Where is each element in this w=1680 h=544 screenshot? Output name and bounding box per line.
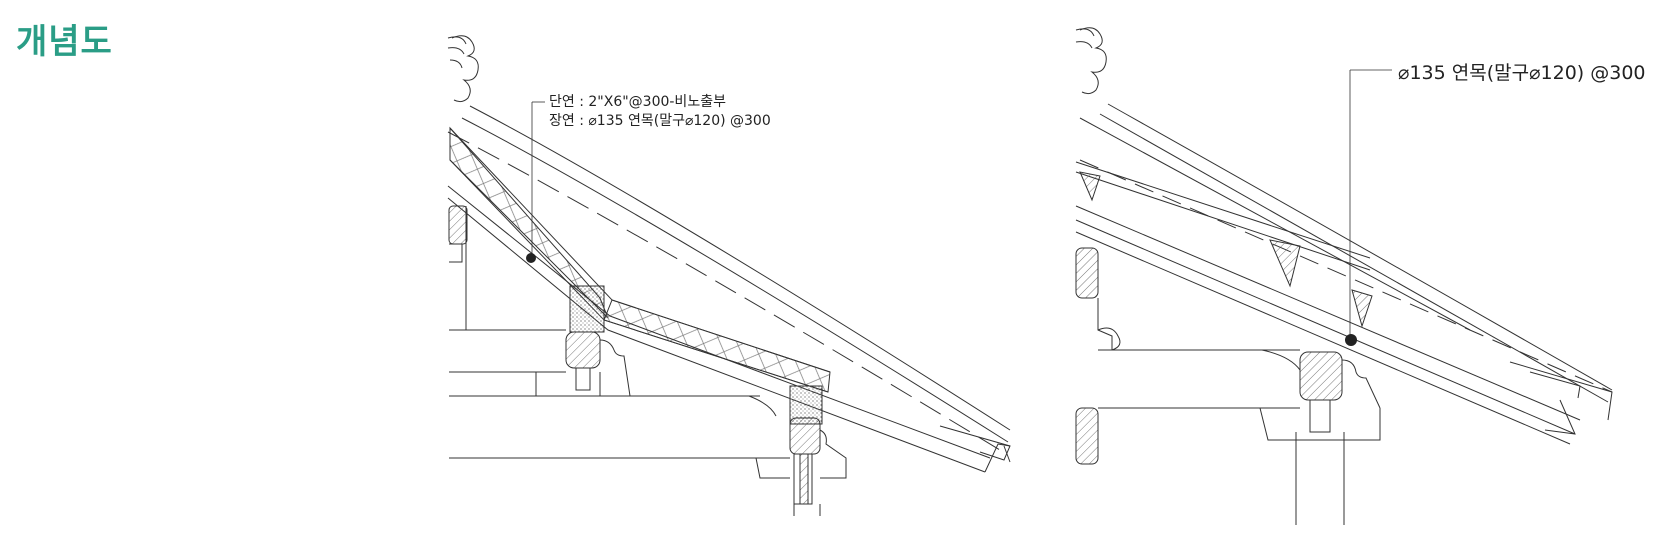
- beam-lower: [789, 417, 821, 455]
- insulation-lower: [603, 299, 831, 393]
- beam-upper: [565, 331, 601, 369]
- roof-tile-top: [469, 105, 1011, 431]
- ridge-ornament-right: [1079, 27, 1107, 95]
- ridge-ornament: [451, 35, 479, 103]
- callout-left: 단연 : 2"X6"@300-비노출부 장연 : ⌀135 연목(말구⌀120)…: [549, 93, 771, 131]
- callout-left-line1: 단연 : 2"X6"@300-비노출부: [549, 94, 726, 110]
- page-title: 개념도: [16, 22, 113, 62]
- callout-right: ⌀135 연목(말구⌀120) @300: [1398, 62, 1646, 84]
- rafter-marker-right: [1345, 334, 1357, 346]
- roof-tile-top-right: [1107, 103, 1613, 391]
- callout-left-line2: 장연 : ⌀135 연목(말구⌀120) @300: [549, 113, 771, 129]
- rafter-marker-left: [526, 253, 536, 263]
- left-section-drawing: [447, 35, 1011, 516]
- right-section-drawing: [1075, 27, 1613, 525]
- beam-right: [1299, 351, 1343, 401]
- infill-block-upper: [569, 285, 605, 333]
- wall-block: [448, 205, 468, 245]
